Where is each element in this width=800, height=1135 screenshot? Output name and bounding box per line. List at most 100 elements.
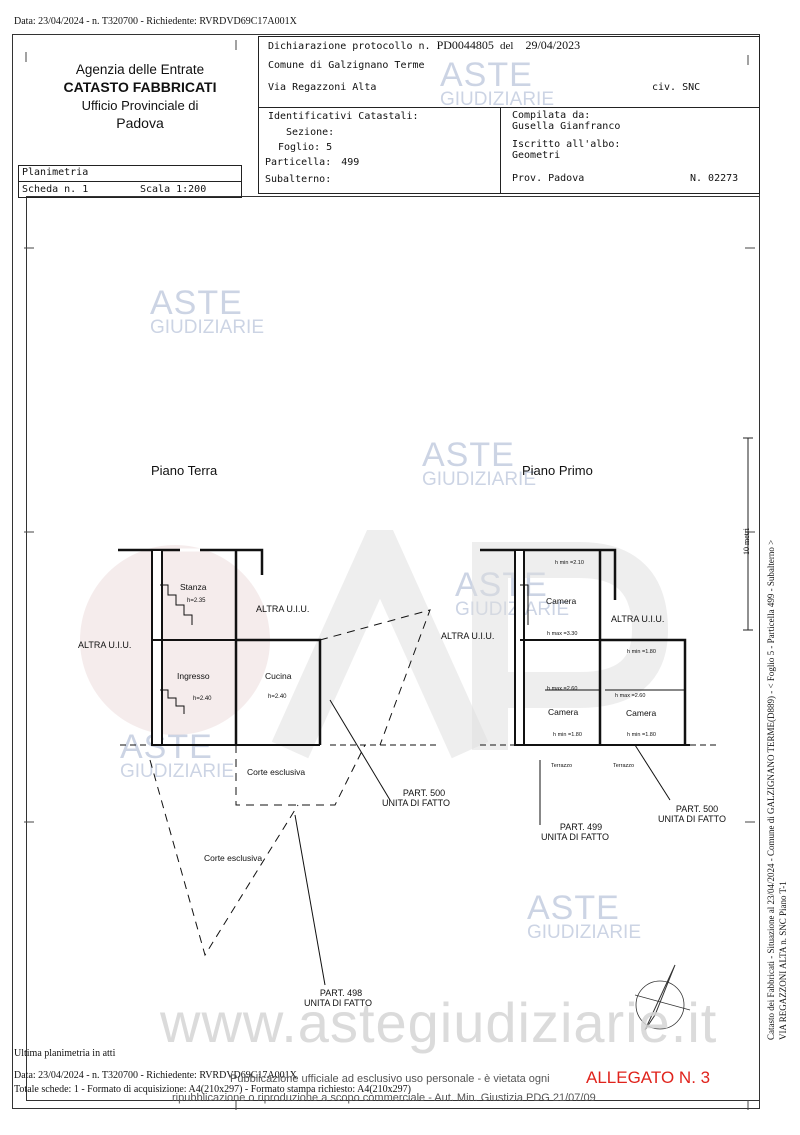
corte-esclusiva-label-1: Corte esclusiva bbox=[247, 767, 306, 777]
part500-terra-label: PART. 500 UNITA DI FATTO bbox=[382, 788, 450, 808]
protocol-line: Dichiarazione protocollo n. PD0044805 de… bbox=[268, 38, 580, 53]
watermark-line1: ASTE bbox=[440, 56, 533, 94]
civico: civ. SNC bbox=[652, 82, 701, 93]
catasto-title: CATASTO FABBRICATI bbox=[63, 79, 217, 95]
provincia: Prov. Padova bbox=[512, 173, 585, 184]
foglio-label: Foglio: 5 bbox=[278, 142, 333, 153]
scheda-label: Scheda n. 1 bbox=[22, 184, 89, 195]
declaration-box bbox=[258, 36, 760, 194]
planimetria-divider bbox=[18, 181, 242, 182]
side-scale-label: 10 metri bbox=[742, 528, 751, 555]
numero-albo: N. 02273 bbox=[690, 173, 739, 184]
piano-primo-walls bbox=[480, 548, 690, 746]
planimetria-title: Planimetria bbox=[22, 167, 89, 178]
pointer-part500-primo bbox=[634, 744, 671, 801]
side-address-text: VIA REGAZZONI ALTA n. SNC Piano T-1 bbox=[778, 881, 788, 1040]
ingresso-label: Ingresso bbox=[177, 671, 210, 681]
side-scale-bar bbox=[743, 437, 753, 631]
agency-block: Agenzia delle Entrate CATASTO FABBRICATI… bbox=[40, 62, 240, 131]
watermark-line1: ASTE bbox=[527, 889, 620, 927]
terrazzo-label-2: Terrazzo bbox=[613, 763, 635, 769]
protocol-del: del bbox=[499, 40, 514, 52]
top-request-line: Data: 23/04/2024 - n. T320700 - Richiede… bbox=[14, 16, 297, 27]
altra-uiu-terra-left: ALTRA U.I.U. bbox=[78, 640, 132, 650]
ultima-planimetria: Ultima planimetria in atti bbox=[14, 1048, 116, 1059]
ingresso-height: h=2.40 bbox=[193, 696, 212, 702]
agency-name: Agenzia delle Entrate bbox=[75, 62, 205, 77]
watermark-line2: GIUDIZIARIE bbox=[527, 921, 642, 943]
part498-line1: PART. 498 bbox=[319, 988, 363, 998]
h-max-330-label: h max =3.30 bbox=[547, 631, 578, 637]
website-watermark: www.astegiudiziarie.it bbox=[160, 991, 718, 1054]
altra-uiu-primo-right: ALTRA U.I.U. bbox=[611, 614, 665, 624]
altra-uiu-terra-right: ALTRA U.I.U. bbox=[256, 604, 310, 614]
footer-totale-line: Totale schede: 1 - Formato di acquisizio… bbox=[14, 1084, 411, 1095]
pointer-part498 bbox=[294, 814, 326, 986]
camera-3-label: Camera bbox=[626, 708, 657, 718]
watermark-line2: GIUDIZIARIE bbox=[422, 468, 537, 490]
h-min-180-label-2: h min =1.80 bbox=[553, 732, 582, 738]
compilata-label: Compilata da: bbox=[512, 110, 591, 121]
cucina-height: h=2.40 bbox=[268, 694, 287, 700]
protocol-date: 29/04/2023 bbox=[525, 38, 581, 52]
identificativi-title: Identificativi Catastali: bbox=[268, 111, 419, 122]
particella-label: Particella: bbox=[265, 157, 332, 168]
via-line: Via Regazzoni Alta bbox=[268, 82, 377, 93]
drawing-frame bbox=[26, 196, 760, 1101]
part500-primo-line1: PART. 500 bbox=[675, 804, 719, 814]
stanza-height: h=2.35 bbox=[187, 598, 206, 604]
subalterno-label: Subalterno: bbox=[265, 174, 332, 185]
protocol-label: Dichiarazione protocollo n. bbox=[268, 41, 431, 52]
border-tick-marks bbox=[24, 40, 755, 1110]
pointer-part500-terra bbox=[329, 699, 391, 801]
stanza-label: Stanza bbox=[180, 582, 207, 592]
particella-value: 499 bbox=[341, 157, 360, 168]
corte-esclusiva-outline bbox=[149, 609, 431, 957]
watermark-line2: GIUDIZIARIE bbox=[150, 316, 265, 338]
part500-primo-label: PART. 500 UNITA DI FATTO bbox=[658, 804, 726, 824]
publication-notice-2: ripubblicazione o riproduzione a scopo c… bbox=[172, 1092, 596, 1104]
sezione-label: Sezione: bbox=[286, 127, 335, 138]
h-max-260-label-2: h max =2.60 bbox=[615, 693, 646, 699]
piano-primo-title: Piano Primo bbox=[522, 463, 593, 478]
piano-terra-title: Piano Terra bbox=[151, 463, 218, 478]
allegato-label: ALLEGATO N. 3 bbox=[586, 1068, 711, 1087]
footer-data-line: Data: 23/04/2024 - n. T320700 - Richiede… bbox=[14, 1070, 297, 1081]
terrazzo-label-1: Terrazzo bbox=[551, 763, 573, 769]
ufficio-city: Padova bbox=[116, 115, 164, 131]
watermark-line2: GIUDIZIARIE bbox=[440, 88, 555, 110]
albo-value: Geometri bbox=[512, 150, 561, 161]
declaration-vertical-divider bbox=[500, 107, 501, 194]
comune-line: Comune di Galzignano Terme bbox=[268, 60, 425, 71]
camera-2-label: Camera bbox=[548, 707, 579, 717]
h-min-180-label-1: h min =1.80 bbox=[627, 649, 656, 655]
part499-line2: UNITA DI FATTO bbox=[541, 832, 610, 842]
protocol-number: PD0044805 bbox=[436, 38, 494, 52]
compilata-name: Gusella Gianfranco bbox=[512, 121, 621, 132]
watermark-line1: ASTE bbox=[422, 436, 515, 474]
corte-esclusiva-label-2: Corte esclusiva bbox=[204, 853, 263, 863]
side-situazione-text: Catasto dei Fabbricati - Situazione al 2… bbox=[766, 539, 776, 1040]
ufficio-label: Ufficio Provinciale di bbox=[81, 98, 199, 113]
part500-terra-line2: UNITA DI FATTO bbox=[382, 798, 451, 808]
h-max-260-label-1: h max =2.60 bbox=[547, 686, 578, 692]
h-min-210-label: h min =2.10 bbox=[555, 560, 584, 566]
watermark-line2: GIUDIZIARIE bbox=[120, 760, 235, 782]
north-arrow bbox=[634, 964, 691, 1031]
particella-line: Particella: 499 bbox=[265, 157, 359, 168]
camera-1-label: Camera bbox=[546, 596, 577, 606]
declaration-divider bbox=[258, 107, 760, 108]
h-min-180-label-3: h min =1.80 bbox=[627, 732, 656, 738]
part500-terra-line1: PART. 500 bbox=[402, 788, 446, 798]
part498-label: PART. 498 UNITA DI FATTO bbox=[304, 988, 372, 1008]
part500-primo-line2: UNITA DI FATTO bbox=[658, 814, 727, 824]
scala-label: Scala 1:200 bbox=[140, 184, 207, 195]
part498-line2: UNITA DI FATTO bbox=[304, 998, 373, 1008]
logo-p-shape bbox=[472, 542, 669, 750]
